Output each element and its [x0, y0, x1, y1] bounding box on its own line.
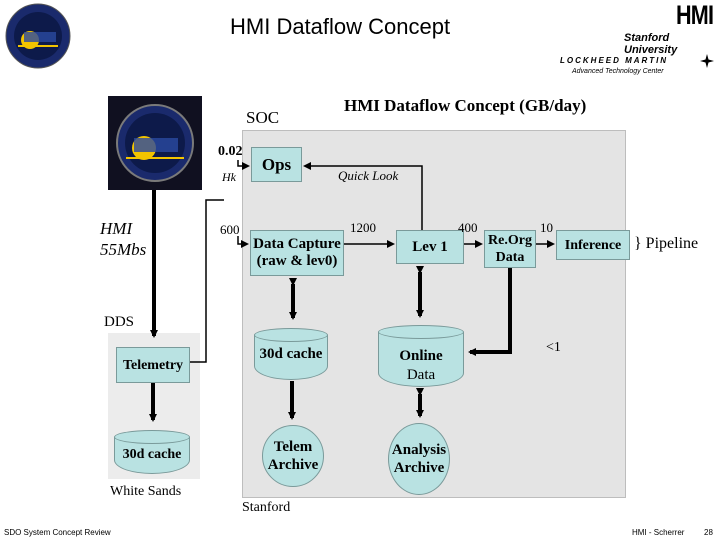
stanford-university-label: Stanford University	[624, 32, 678, 56]
analysis-archive-sublabel: Archive	[393, 460, 445, 476]
rate-600-label: 600	[220, 222, 240, 237]
reorg-sublabel: Data	[495, 250, 525, 265]
sdo-logo-large	[108, 96, 202, 190]
online-sublabel: Data	[406, 367, 436, 383]
telemetry-node: Telemetry	[116, 347, 190, 383]
telem-archive-sublabel: Archive	[267, 457, 319, 473]
data-capture-label: Data Capture	[253, 236, 341, 252]
pipeline-label: } Pipeline	[634, 235, 699, 252]
ops-node: Ops	[251, 147, 302, 182]
lockheed-star-icon	[700, 54, 714, 68]
stanford-label: Stanford	[242, 500, 291, 515]
analysis-archive-label: Analysis	[391, 442, 447, 458]
cache-30d-stanford-label: 30d cache	[259, 346, 323, 362]
quick-look-label: Quick Look	[338, 168, 399, 183]
footer-left: SDO System Concept Review	[4, 528, 111, 537]
hmi-rate-label: HMI 55Mbs	[100, 218, 146, 260]
sdo-logo	[4, 2, 72, 70]
lev1-node: Lev 1	[396, 230, 464, 264]
telemetry-to-stanford-line	[190, 199, 224, 363]
dds-label: DDS	[104, 314, 135, 330]
cache-30d-ws-label: 30d cache	[122, 447, 182, 462]
data-capture-sublabel: (raw & lev0)	[256, 253, 338, 269]
data-capture-node: Data Capture (raw & lev0)	[250, 230, 344, 276]
cache-30d-stanford: 30d cache	[254, 328, 328, 380]
soc-label: SOC	[246, 108, 280, 127]
hmi-brand: HMI	[676, 0, 714, 30]
slide-title: HMI Dataflow Concept	[230, 14, 451, 39]
telem-archive-label: Telem	[273, 439, 313, 455]
rate-1200-label: 1200	[350, 220, 376, 235]
hmi-55mbs-label: 55Mbs	[100, 240, 147, 259]
link-002	[237, 160, 250, 170]
link-600	[237, 236, 249, 248]
rate-lt1-label: <1	[546, 340, 561, 355]
reorg-data-node: Re.Org Data	[484, 230, 536, 268]
return-to-online	[468, 268, 512, 356]
analysis-archive-node: Analysis Archive	[388, 423, 450, 495]
rate-0-02-label: 0.02	[218, 144, 243, 159]
hk-label: Hk	[222, 170, 236, 184]
inference-node: Inference	[556, 230, 630, 260]
online-data-store: Online Data	[378, 325, 464, 387]
diagram-title: HMI Dataflow Concept (GB/day)	[344, 96, 587, 115]
quick-look-line	[303, 162, 423, 230]
online-label: Online	[399, 348, 443, 364]
rate-10-label: 10	[540, 220, 553, 235]
white-sands-label: White Sands	[110, 484, 182, 499]
footer-right: HMI - Scherrer	[632, 528, 685, 537]
hmi-label: HMI	[100, 219, 133, 238]
telem-archive-node: Telem Archive	[262, 425, 324, 487]
rate-400-label: 400	[458, 220, 478, 235]
reorg-label: Re.Org	[488, 233, 532, 248]
atc-label: Advanced Technology Center	[572, 68, 664, 75]
cache-30d-white-sands: 30d cache	[114, 430, 190, 474]
lockheed-martin-logo: LOCKHEED MARTIN	[560, 56, 669, 65]
page-number: 28	[704, 528, 713, 537]
